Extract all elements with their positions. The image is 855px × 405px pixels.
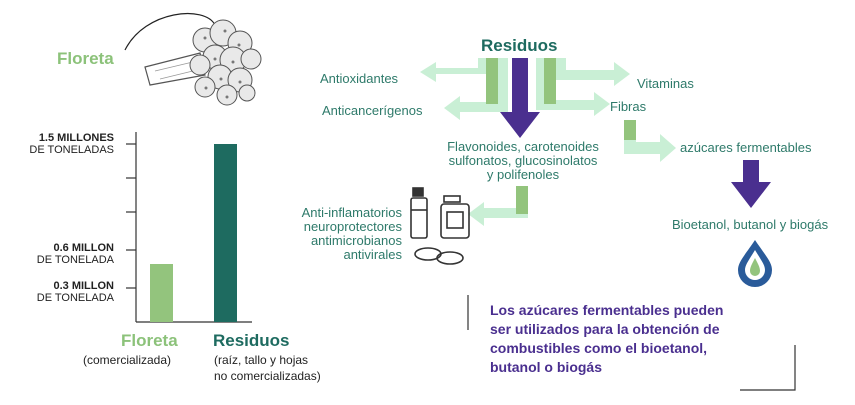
category-floreta-sub: (comercializada) [83, 353, 172, 367]
broccoli-illustration [124, 13, 262, 106]
bar-floreta [150, 264, 173, 322]
label-azucares: azúcares fermentables [680, 140, 812, 155]
label-vitaminas: Vitaminas [637, 76, 694, 91]
category-floreta: Floreta [121, 331, 178, 350]
category-residuos: Residuos [213, 331, 290, 350]
medicine-icons [410, 187, 470, 265]
label-bioetanol: Bioetanol, butanol y biogás [672, 217, 829, 232]
purple-arrow-bio [731, 160, 771, 208]
label-anticancerigenos: Anticancerígenos [322, 103, 423, 118]
category-residuos-sub-1: (raíz, tallo y hojas [214, 353, 309, 367]
label-antioxidantes: Antioxidantes [320, 71, 399, 86]
label-fibras: Fibras [610, 99, 647, 114]
category-residuos-sub-2: no comercializadas) [214, 369, 321, 383]
purple-arrow-main [500, 58, 540, 138]
residuos-title: Residuos [481, 36, 558, 55]
bar-residuos [214, 144, 237, 322]
floreta-top-label: Floreta [57, 49, 114, 68]
note-corner-br [740, 345, 796, 391]
